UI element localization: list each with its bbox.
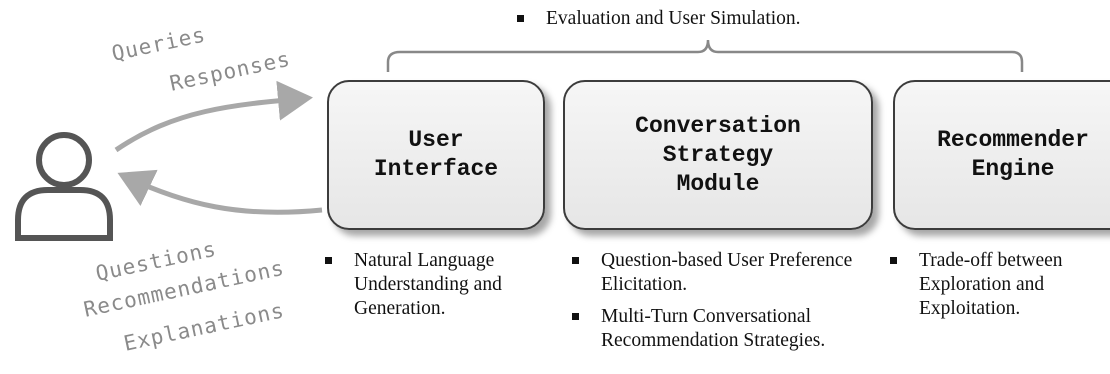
bullet-item: Evaluation and User Simulation. [514, 7, 801, 31]
cs-note-text: Question-based User Preference Elicitati… [601, 250, 853, 295]
user-interface-notes: Natural Language Understanding and Gener… [322, 249, 562, 329]
bullet-square-icon [572, 257, 579, 264]
bullet-item: Question-based User Preference Elicitati… [569, 249, 899, 297]
query-arrow [114, 80, 313, 153]
user-interface-module: User Interface [327, 80, 545, 230]
bullet-square-icon [890, 257, 897, 264]
evaluation-note-text: Evaluation and User Simulation. [546, 8, 801, 29]
bullet-square-icon [517, 15, 524, 22]
re-note-text: Trade-off between Exploration and Exploi… [919, 250, 1063, 319]
bullet-item: Multi-Turn Conversational Recommendation… [569, 305, 899, 353]
evaluation-note: Evaluation and User Simulation. [514, 7, 801, 39]
user-icon [15, 132, 113, 241]
recommender-engine-notes: Trade-off between Exploration and Exploi… [887, 249, 1110, 329]
bullet-item: Trade-off between Exploration and Exploi… [887, 249, 1110, 321]
cs-note-text: Multi-Turn Conversational Recommendation… [601, 306, 826, 351]
response-arrow [117, 169, 323, 215]
recommender-engine-module: Recommender Engine [893, 80, 1110, 230]
bullet-square-icon [325, 257, 332, 264]
bullet-item: Natural Language Understanding and Gener… [322, 249, 562, 321]
ui-note-text: Natural Language Understanding and Gener… [354, 250, 502, 319]
conversation-strategy-module: Conversation Strategy Module [563, 80, 873, 230]
top-brace [386, 39, 1024, 72]
conversation-strategy-notes: Question-based User Preference Elicitati… [569, 249, 899, 361]
bullet-square-icon [572, 313, 579, 320]
